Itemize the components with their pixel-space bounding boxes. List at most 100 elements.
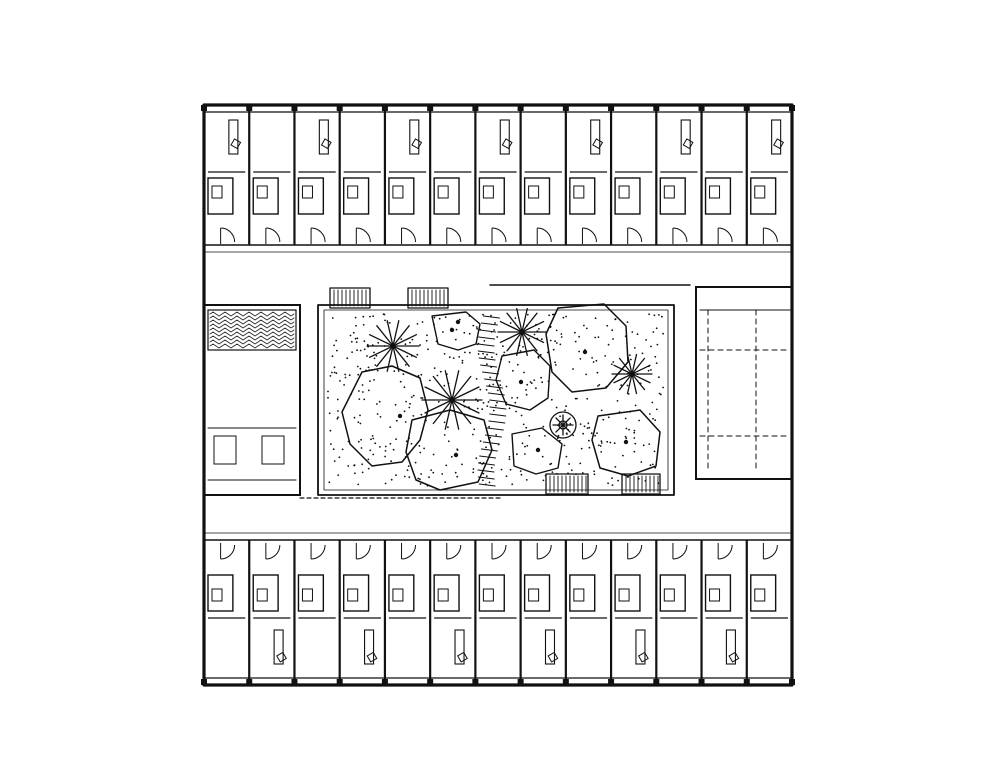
gravel-dot: [475, 378, 478, 380]
gravel-dot: [590, 432, 593, 435]
gravel-dot: [336, 349, 338, 352]
gravel-dot: [567, 472, 569, 475]
gravel-dot: [540, 338, 543, 341]
gravel-dot: [579, 358, 582, 360]
gravel-dot: [450, 455, 453, 458]
gravel-dot: [578, 335, 580, 338]
facade-pier: [201, 679, 207, 685]
gravel-dot: [403, 386, 406, 389]
hatch-line: [209, 323, 295, 329]
gravel-dot: [560, 333, 563, 335]
gravel-dot: [491, 356, 493, 358]
tree-icon: [386, 345, 394, 372]
gravel-dot: [412, 415, 415, 417]
stepping-stone: [486, 427, 504, 431]
gravel-dot: [361, 471, 364, 474]
gravel-dot: [593, 470, 595, 473]
gravel-dot: [551, 313, 554, 316]
gravel-dot: [358, 398, 361, 400]
gravel-dot: [409, 402, 411, 405]
bed-icon: [409, 119, 420, 155]
gravel-dot: [633, 450, 636, 453]
gravel-dot: [372, 453, 375, 456]
bed-icon: [261, 435, 285, 465]
gravel-dot: [377, 341, 380, 344]
toilet-icon: [618, 588, 630, 602]
door-icon: [446, 227, 462, 243]
hatch-line: [209, 335, 295, 341]
gravel-dot: [367, 389, 370, 392]
chair-icon: [637, 651, 649, 663]
gravel-dot: [373, 379, 375, 381]
bed-icon: [364, 629, 375, 665]
gravel-dot: [445, 464, 448, 467]
tree-icon: [618, 373, 633, 391]
gravel-dot: [392, 448, 395, 451]
bed-icon: [771, 119, 782, 155]
door-icon: [718, 544, 733, 560]
gravel-dot: [419, 451, 422, 454]
bathroom-icon: [704, 177, 732, 215]
shrub-icon: [535, 447, 541, 453]
gravel-dot: [541, 381, 544, 384]
stepping-stone: [480, 448, 498, 452]
gravel-dot: [660, 393, 662, 396]
gravel-dot: [560, 336, 563, 338]
gravel-dot: [393, 370, 396, 372]
bathroom-icon: [342, 177, 370, 215]
gravel-dot: [475, 457, 478, 460]
tree-icon: [451, 399, 472, 425]
gravel-dot: [331, 317, 334, 319]
gravel-dot: [591, 357, 593, 359]
gravel-dot: [508, 361, 511, 363]
gravel-dot: [353, 416, 356, 419]
gravel-dot: [500, 468, 503, 471]
gravel-dot: [496, 389, 499, 392]
shrub-icon: [518, 379, 524, 385]
toilet-icon: [618, 185, 630, 199]
gravel-dot: [495, 434, 498, 436]
gravel-dot: [552, 348, 555, 351]
tree-icon: [631, 357, 646, 375]
gravel-dot: [588, 426, 591, 429]
gravel-dot: [355, 341, 358, 343]
gravel-dot: [614, 318, 617, 321]
toilet-icon: [437, 588, 449, 602]
gravel-dot: [651, 401, 654, 404]
gravel-dot: [550, 398, 553, 401]
gravel-dot: [464, 351, 466, 354]
bathroom-icon: [342, 574, 370, 612]
gravel-dot: [354, 472, 356, 475]
stepping-stone: [478, 483, 496, 487]
gravel-dot: [551, 471, 554, 473]
gravel-dot: [353, 464, 355, 467]
gravel-dot: [512, 369, 514, 372]
chair-icon: [592, 138, 604, 150]
gravel-dot: [352, 331, 355, 334]
gravel-dot: [472, 433, 474, 436]
gravel-dot: [487, 401, 490, 403]
door-icon: [446, 544, 462, 560]
fountain: [549, 411, 577, 439]
gravel-dot: [565, 455, 568, 458]
tree-icon: [392, 325, 410, 347]
stepping-stone: [482, 441, 500, 445]
gravel-dot: [367, 458, 370, 461]
gravel-dot: [477, 353, 480, 355]
gravel-dot: [357, 421, 360, 423]
facade-pier: [427, 105, 434, 111]
gravel-dot: [403, 475, 406, 478]
gravel-dot: [495, 404, 497, 407]
gravel-dot: [526, 383, 529, 386]
gravel-dot: [511, 397, 513, 399]
gravel-dot: [354, 337, 357, 340]
gravel-dot: [433, 316, 436, 319]
gravel-dot: [662, 332, 664, 335]
gravel-dot: [384, 450, 387, 452]
gravel-dot: [630, 358, 632, 361]
gravel-dot: [481, 408, 484, 411]
stepping-stone: [480, 364, 498, 368]
gravel-dot: [432, 453, 435, 456]
gravel-dot: [490, 314, 492, 317]
